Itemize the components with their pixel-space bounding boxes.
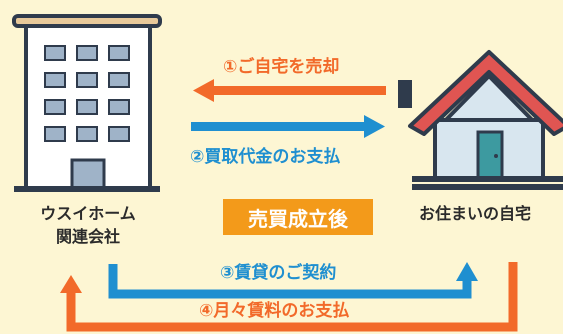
company-name-line2: 関連会社 <box>55 227 120 246</box>
home-name: お住まいの自宅 <box>419 204 532 223</box>
arrow-step3 <box>108 262 478 299</box>
step1-label: ①ご自宅を売却 <box>223 57 340 77</box>
office-building-icon <box>12 14 162 192</box>
arrow-step1 <box>193 79 386 102</box>
post-sale-badge: 売買成立後 <box>223 199 373 235</box>
house-icon <box>398 50 563 190</box>
company-name-line1: ウスイホーム <box>40 204 136 223</box>
step4-label: ④月々賃料のお支払 <box>199 301 350 321</box>
arrow-step4 <box>60 262 518 332</box>
step2-label: ②買取代金のお支払 <box>190 147 341 167</box>
step3-label: ③賃貸のご契約 <box>220 263 337 283</box>
arrow-step2 <box>191 115 385 138</box>
